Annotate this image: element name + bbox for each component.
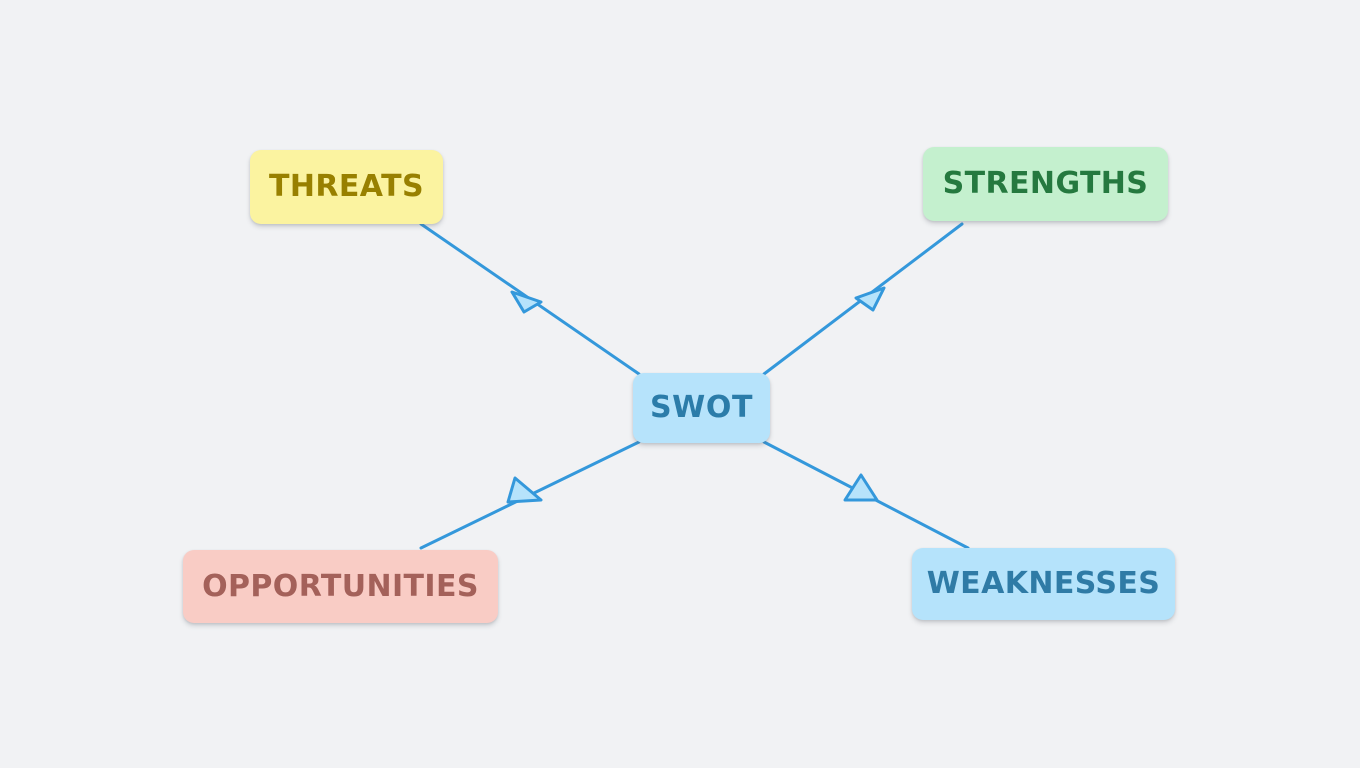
node-weaknesses-label: WEAKNESSES <box>926 566 1161 601</box>
node-swot-label: SWOT <box>649 390 754 425</box>
edge-swot-strengths <box>762 222 964 376</box>
edge-swot-weaknesses <box>762 440 970 550</box>
node-opportunities-label: OPPORTUNITIES <box>202 568 479 604</box>
node-threats-label: THREATS <box>269 169 424 204</box>
node-weaknesses[interactable]: WEAKNESSES <box>912 548 1175 620</box>
arrowhead-icon <box>854 286 886 312</box>
arrowhead-icon <box>506 476 543 504</box>
edge-swot-threats <box>419 222 641 376</box>
node-opportunities[interactable]: OPPORTUNITIES <box>183 550 498 623</box>
arrowhead-icon <box>510 290 543 314</box>
arrowhead-icon <box>843 473 879 502</box>
node-strengths-label: STRENGTHS <box>942 166 1149 201</box>
node-strengths[interactable]: STRENGTHS <box>923 147 1168 221</box>
node-swot-center[interactable]: SWOT <box>633 373 770 443</box>
node-threats[interactable]: THREATS <box>250 150 443 224</box>
edge-swot-opportunities <box>419 440 641 550</box>
